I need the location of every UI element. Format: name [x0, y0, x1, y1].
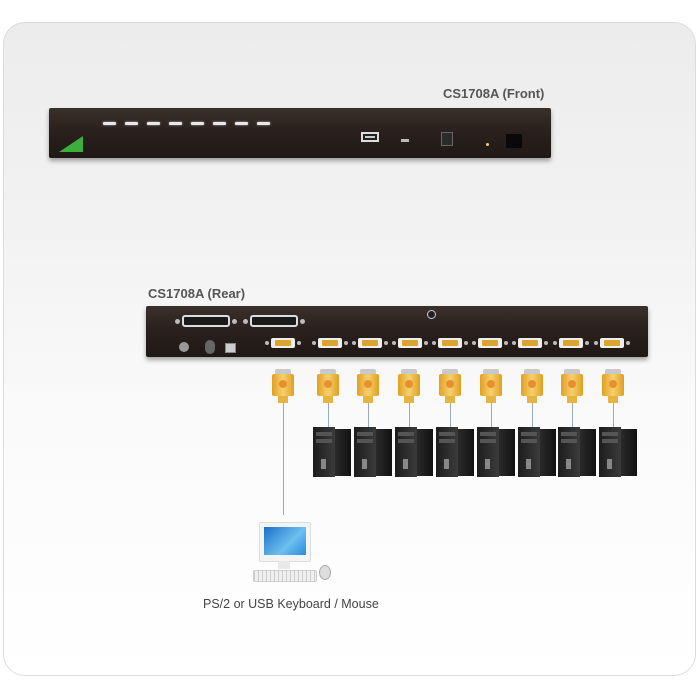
port-led-2 — [125, 122, 138, 125]
ps2-port-icon — [179, 342, 189, 352]
kvm-cable — [532, 403, 533, 428]
computer-tower-icon — [558, 427, 596, 477]
kvm-port-6 — [512, 338, 548, 348]
power-led-icon — [486, 143, 489, 146]
kvm-cable-plug-icon — [602, 369, 624, 403]
port-led-8 — [257, 122, 270, 125]
port-led-3 — [147, 122, 160, 125]
computer-tower-icon — [313, 427, 351, 477]
kvm-port-8 — [594, 338, 630, 348]
kvm-cable-plug-icon — [398, 369, 420, 403]
power-switch-icon — [205, 340, 215, 354]
db25-port-2 — [243, 315, 305, 327]
console-cable — [283, 403, 284, 515]
kvm-port-1 — [312, 338, 348, 348]
rj11-firmware-port-icon — [441, 132, 453, 146]
power-jack-icon — [225, 343, 236, 353]
ground-screw-icon — [427, 310, 436, 319]
computer-tower-icon — [477, 427, 515, 477]
monitor-screen — [264, 527, 306, 555]
mouse-icon — [319, 565, 331, 580]
kvm-port-7 — [553, 338, 589, 348]
kvm-cable — [613, 403, 614, 428]
kvm-port-3 — [392, 338, 428, 348]
computer-tower-icon — [599, 427, 637, 477]
kvm-cable-plug-icon — [480, 369, 502, 403]
firmware-label-icon — [401, 139, 409, 142]
kvm-cable-plug-icon — [561, 369, 583, 403]
aten-logo-icon — [59, 136, 83, 152]
computer-tower-icon — [518, 427, 556, 477]
rear-label: CS1708A (Rear) — [148, 286, 246, 301]
kvm-port-4 — [432, 338, 468, 348]
port-led-6 — [213, 122, 226, 125]
vga-console-port — [265, 338, 301, 348]
rear-panel-device — [146, 306, 648, 357]
kvm-cable — [409, 403, 410, 428]
usb-port-icon — [361, 132, 379, 142]
db25-port-1 — [175, 315, 237, 327]
console-cable-plug-icon — [272, 369, 294, 403]
front-label: CS1708A (Front) — [443, 86, 545, 101]
port-led-4 — [169, 122, 182, 125]
kvm-cable-plug-icon — [317, 369, 339, 403]
kvm-cable-plug-icon — [357, 369, 379, 403]
kvm-cable — [368, 403, 369, 428]
ir-window-icon — [506, 134, 522, 148]
computer-tower-icon — [354, 427, 392, 477]
port-led-5 — [191, 122, 204, 125]
kvm-cable — [450, 403, 451, 428]
kvm-cable — [491, 403, 492, 428]
kvm-cable-plug-icon — [439, 369, 461, 403]
console-caption: PS/2 or USB Keyboard / Mouse — [203, 597, 379, 611]
kvm-cable — [572, 403, 573, 428]
front-panel-device — [49, 108, 551, 158]
port-led-7 — [235, 122, 248, 125]
kvm-cable-plug-icon — [521, 369, 543, 403]
kvm-port-2 — [352, 338, 388, 348]
computer-tower-icon — [436, 427, 474, 477]
keyboard-icon — [253, 570, 317, 582]
kvm-port-5 — [472, 338, 508, 348]
kvm-cable — [328, 403, 329, 428]
computer-tower-icon — [395, 427, 433, 477]
port-led-1 — [103, 122, 116, 125]
